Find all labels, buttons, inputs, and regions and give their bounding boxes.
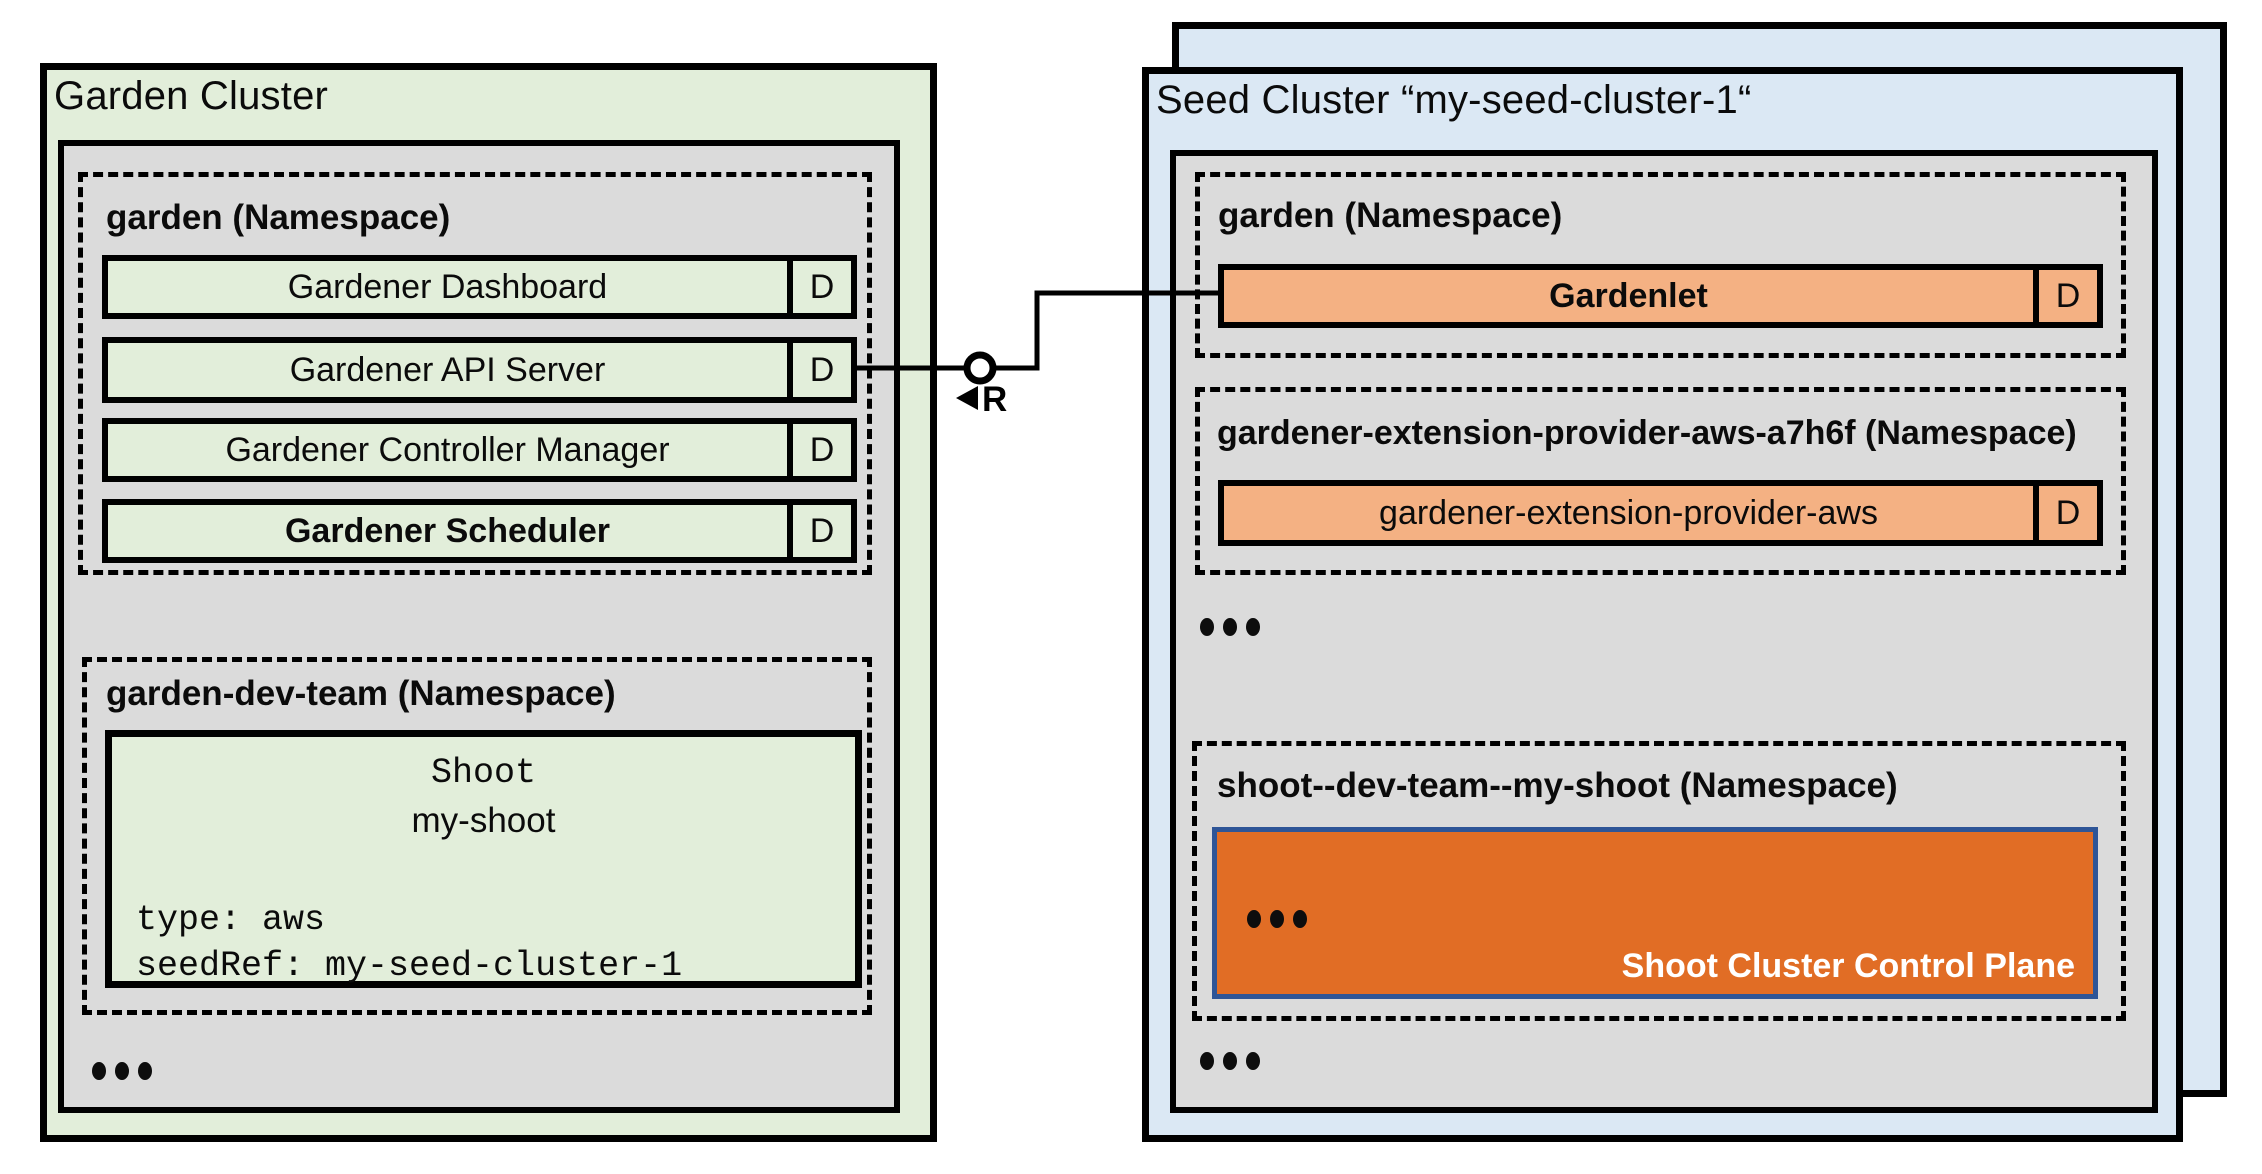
deployment-badge: D	[2033, 270, 2097, 322]
component-label: Gardenlet	[1549, 276, 1708, 315]
garden-namespace-box	[78, 172, 872, 575]
garden-cluster-title: Garden Cluster	[54, 74, 329, 118]
deployment-badge: D	[787, 505, 851, 557]
component-row-extension-provider: gardener-extension-provider-aws D	[1218, 480, 2103, 546]
deployment-badge: D	[2033, 486, 2097, 540]
control-plane-label: Shoot Cluster Control Plane	[1621, 947, 2075, 985]
interface-circle-icon	[963, 351, 997, 385]
shoot-name-label: my-shoot	[411, 801, 556, 840]
garden-dev-team-namespace-box	[82, 657, 872, 1015]
ellipsis-icon	[92, 1062, 152, 1080]
component-row-gardener-api-server: Gardener API Server D	[102, 337, 857, 403]
component-row-gardener-dashboard: Gardener Dashboard D	[102, 255, 857, 319]
extension-namespace-title: gardener-extension-provider-aws-a7h6f (N…	[1217, 414, 2077, 452]
ellipsis-icon	[1200, 1052, 1260, 1070]
seed-garden-namespace-title: garden (Namespace)	[1218, 196, 1563, 235]
garden-dev-team-namespace-title: garden-dev-team (Namespace)	[106, 674, 616, 713]
component-label: Gardener Dashboard	[287, 267, 608, 306]
shoot-kind-label: Shoot	[430, 753, 537, 793]
component-label: gardener-extension-provider-aws	[1379, 493, 1878, 532]
component-row-gardener-scheduler: Gardener Scheduler D	[102, 499, 857, 563]
watch-arrow-icon	[956, 386, 978, 410]
deployment-badge: D	[787, 343, 851, 397]
seed-garden-namespace-box	[1195, 172, 2126, 358]
extension-namespace-box	[1195, 387, 2126, 575]
seed-cluster-title: Seed Cluster “my-seed-cluster-1“	[1156, 78, 1752, 122]
shoot-namespace-box	[1192, 741, 2126, 1021]
shoot-namespace-title: shoot--dev-team--my-shoot (Namespace)	[1217, 766, 1898, 805]
garden-namespace-title: garden (Namespace)	[106, 198, 451, 237]
component-label: Gardener Scheduler	[284, 511, 610, 550]
component-label: Gardener API Server	[289, 350, 606, 389]
control-plane-box: Shoot Cluster Control Plane	[1212, 827, 2098, 999]
deployment-badge: D	[787, 261, 851, 313]
connector-label-r: R	[982, 380, 1007, 419]
ellipsis-icon	[1200, 618, 1260, 636]
shoot-spec-line-type: type: aws	[136, 900, 326, 940]
shoot-spec-line-seedref: seedRef: my-seed-cluster-1	[136, 946, 683, 986]
deployment-badge: D	[787, 424, 851, 476]
ellipsis-icon	[1247, 910, 1307, 928]
shoot-resource-card: Shoot my-shoot type: aws seedRef: my-see…	[105, 730, 862, 988]
component-row-gardener-controller-manager: Gardener Controller Manager D	[102, 418, 857, 482]
component-label: Gardener Controller Manager	[225, 430, 670, 469]
component-row-gardenlet: Gardenlet D	[1218, 264, 2103, 328]
